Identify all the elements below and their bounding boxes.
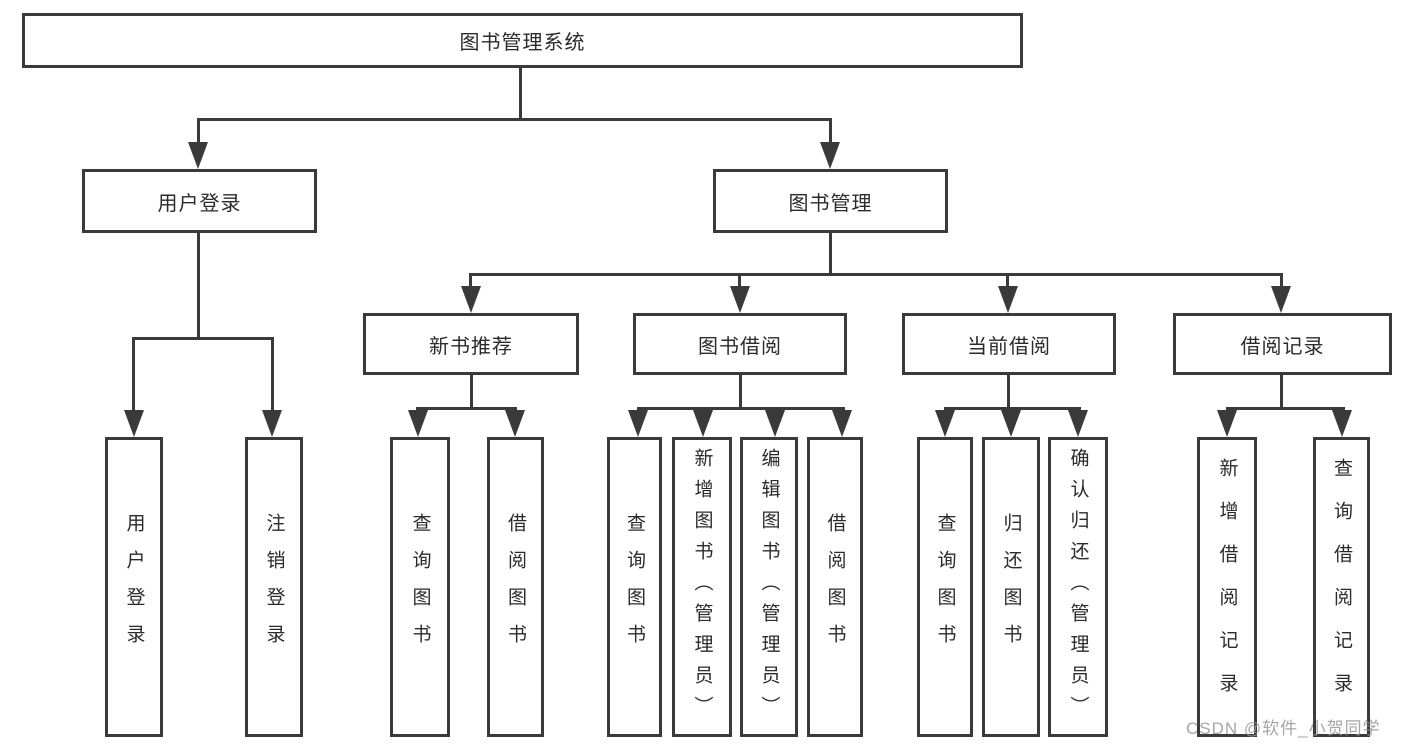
connector-line bbox=[197, 118, 832, 121]
connector-line bbox=[469, 273, 1283, 276]
arrowhead-down-icon bbox=[1271, 286, 1291, 313]
leaf-edit-books-admin: 编辑图书（管理员） bbox=[740, 437, 798, 737]
connector-line bbox=[1226, 407, 1345, 410]
node-borrow-record-label: 借阅记录 bbox=[1240, 335, 1325, 358]
node-root-label: 图书管理系统 bbox=[459, 32, 586, 54]
leaf-borrow-books: 借阅图书 bbox=[807, 437, 863, 737]
leaf-edit-books-admin-label: 编辑图书（管理员） bbox=[758, 447, 780, 727]
node-book-borrow-label: 图书借阅 bbox=[698, 335, 782, 358]
leaf-query-borrow-record-label: 查询借阅记录 bbox=[1331, 458, 1352, 716]
arrowhead-down-icon bbox=[935, 410, 955, 437]
node-root: 图书管理系统 bbox=[22, 13, 1023, 68]
connector-line bbox=[132, 337, 135, 411]
arrowhead-down-icon bbox=[998, 286, 1018, 313]
connector-line bbox=[738, 273, 741, 288]
arrowhead-down-icon bbox=[832, 410, 852, 437]
arrowhead-down-icon bbox=[188, 142, 208, 169]
leaf-return-books-label: 归还图书 bbox=[1000, 513, 1022, 661]
arrowhead-down-icon bbox=[693, 410, 713, 437]
arrowhead-down-icon bbox=[461, 286, 481, 313]
arrowhead-down-icon bbox=[408, 410, 428, 437]
leaf-logout: 注销登录 bbox=[245, 437, 303, 737]
leaf-add-borrow-record-label: 新增借阅记录 bbox=[1216, 458, 1238, 716]
leaf-query-books-borrow: 查询图书 bbox=[607, 437, 662, 737]
arrowhead-down-icon bbox=[820, 142, 840, 169]
arrowhead-down-icon bbox=[765, 410, 785, 437]
node-current-borrow-label: 当前借阅 bbox=[967, 335, 1051, 358]
node-borrow-record: 借阅记录 bbox=[1173, 313, 1392, 375]
connector-line bbox=[470, 373, 473, 408]
connector-line bbox=[132, 337, 274, 340]
leaf-borrow-books-recommend-label: 借阅图书 bbox=[505, 513, 526, 661]
leaf-add-books-admin-label: 新增图书（管理员） bbox=[691, 447, 713, 727]
arrowhead-down-icon bbox=[505, 410, 525, 437]
arrowhead-down-icon bbox=[1001, 410, 1021, 437]
csdn-watermark: CSDN @软件_小贺同学 bbox=[1186, 719, 1381, 738]
leaf-logout-label: 注销登录 bbox=[263, 513, 285, 661]
node-new-book-recommend: 新书推荐 bbox=[363, 313, 579, 375]
arrowhead-down-icon bbox=[1068, 410, 1088, 437]
connector-line bbox=[197, 231, 200, 337]
leaf-query-books-recommend: 查询图书 bbox=[390, 437, 450, 737]
leaf-query-books-recommend-label: 查询图书 bbox=[409, 513, 431, 661]
connector-line bbox=[1006, 273, 1009, 288]
connector-line bbox=[519, 66, 522, 120]
arrowhead-down-icon bbox=[1332, 410, 1352, 437]
node-book-borrow: 图书借阅 bbox=[633, 313, 847, 375]
leaf-confirm-return-admin: 确认归还（管理员） bbox=[1048, 437, 1108, 737]
arrowhead-down-icon bbox=[730, 286, 750, 313]
leaf-query-books-current-label: 查询图书 bbox=[934, 513, 956, 661]
leaf-return-books: 归还图书 bbox=[982, 437, 1040, 737]
node-new-book-recommend-label: 新书推荐 bbox=[429, 335, 513, 358]
connector-line bbox=[469, 273, 472, 288]
leaf-add-books-admin: 新增图书（管理员） bbox=[672, 437, 732, 737]
connector-line bbox=[829, 118, 832, 144]
connector-line bbox=[739, 373, 742, 408]
leaf-borrow-books-label: 借阅图书 bbox=[824, 513, 846, 661]
node-current-borrow: 当前借阅 bbox=[902, 313, 1116, 375]
node-book-management-label: 图书管理 bbox=[788, 192, 873, 215]
node-book-management: 图书管理 bbox=[713, 169, 948, 233]
leaf-add-borrow-record: 新增借阅记录 bbox=[1197, 437, 1257, 737]
node-user-login: 用户登录 bbox=[82, 169, 317, 233]
leaf-user-login: 用户登录 bbox=[105, 437, 163, 737]
connector-line bbox=[637, 407, 845, 410]
node-user-login-label: 用户登录 bbox=[157, 192, 242, 215]
connector-line bbox=[944, 407, 1081, 410]
connector-line bbox=[1280, 273, 1283, 288]
leaf-user-login-label: 用户登录 bbox=[123, 513, 145, 661]
connector-line bbox=[1007, 373, 1010, 408]
leaf-query-books-borrow-label: 查询图书 bbox=[624, 513, 645, 661]
arrowhead-down-icon bbox=[262, 410, 282, 437]
leaf-query-books-current: 查询图书 bbox=[917, 437, 973, 737]
connector-line bbox=[197, 118, 200, 144]
leaf-borrow-books-recommend: 借阅图书 bbox=[487, 437, 544, 737]
arrowhead-down-icon bbox=[124, 410, 144, 437]
connector-line bbox=[1280, 373, 1283, 408]
leaf-query-borrow-record: 查询借阅记录 bbox=[1313, 437, 1370, 737]
arrowhead-down-icon bbox=[1217, 410, 1237, 437]
connector-line bbox=[416, 407, 517, 410]
leaf-confirm-return-admin-label: 确认归还（管理员） bbox=[1067, 447, 1089, 727]
arrowhead-down-icon bbox=[628, 410, 648, 437]
connector-line bbox=[829, 231, 832, 275]
connector-line bbox=[271, 337, 274, 411]
